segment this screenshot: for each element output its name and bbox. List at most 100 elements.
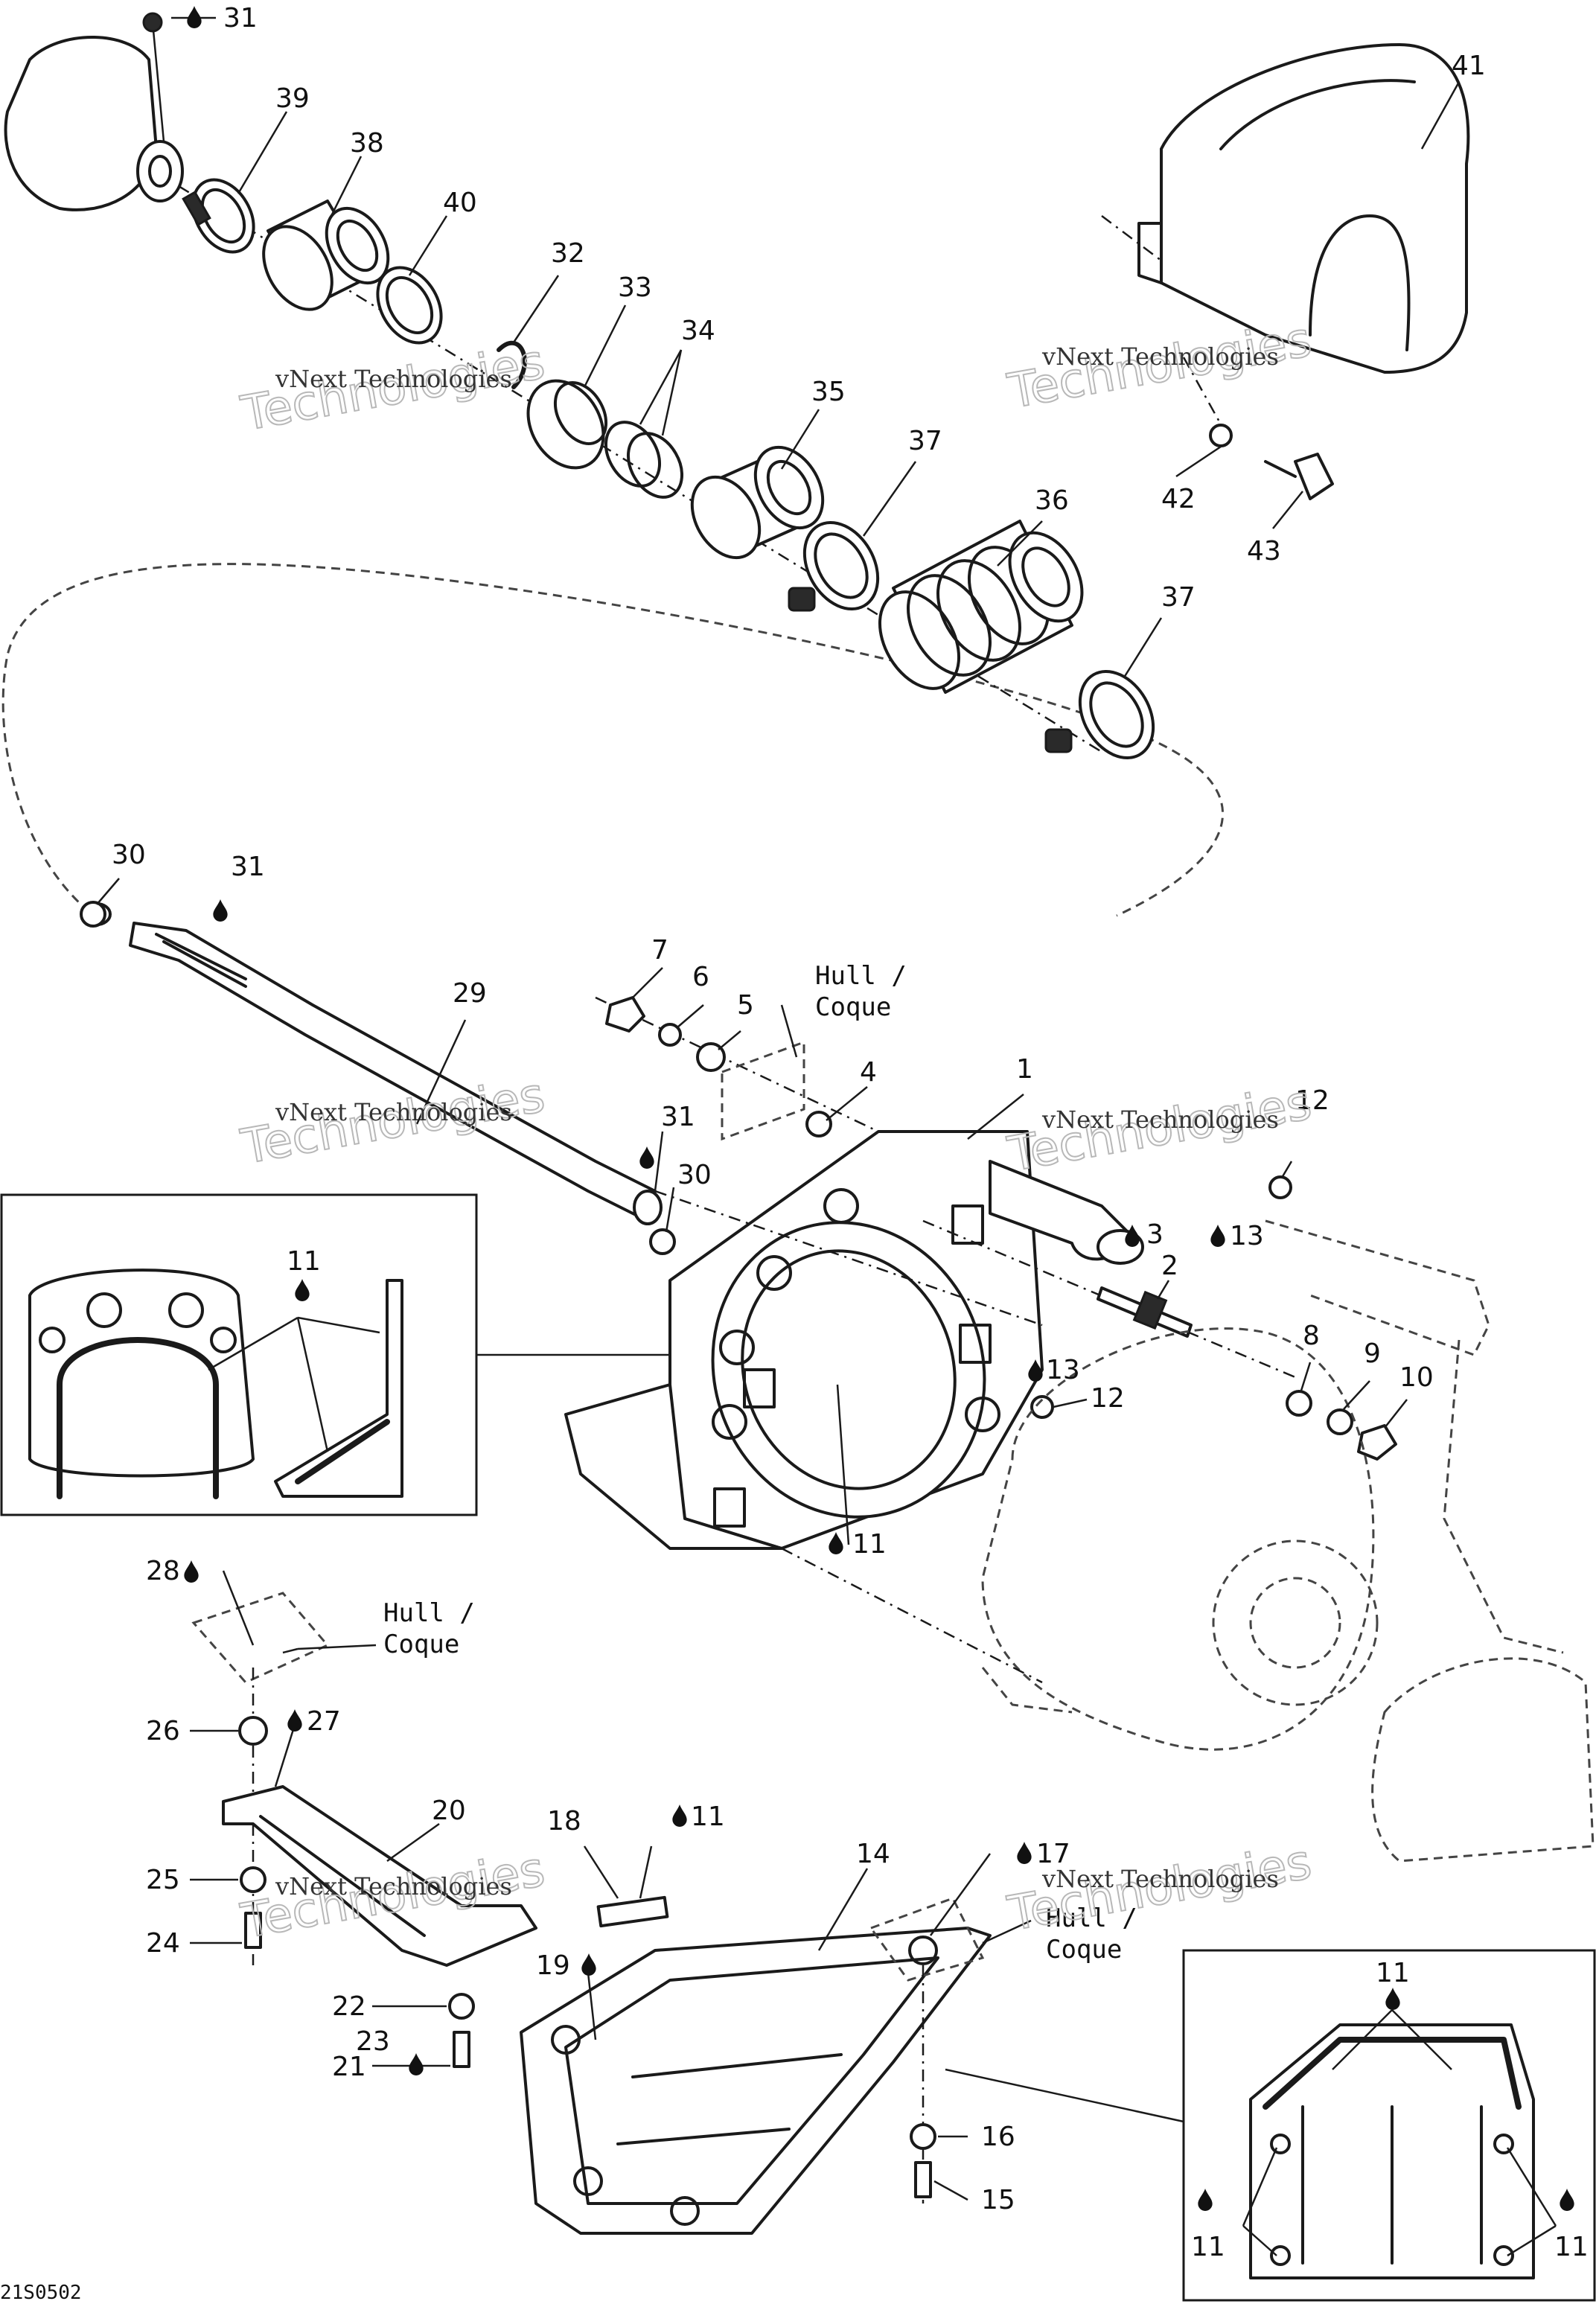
washer-26	[238, 1716, 268, 1746]
hull-note-bottom-line2: Coque	[1046, 1935, 1122, 1965]
stud-2-nut	[1132, 1290, 1168, 1330]
callout-37-upper: 37	[908, 426, 942, 456]
clamp-37-upper	[788, 520, 880, 612]
bellows-36	[878, 520, 1084, 694]
drop-icon	[672, 1804, 687, 1827]
callout-34: 34	[681, 316, 715, 346]
circlip-32	[497, 340, 527, 389]
callout-11-spacer: 11	[691, 1802, 725, 1832]
clamp-40	[376, 266, 443, 345]
bushing-35	[690, 445, 825, 560]
engine-coupling-housing	[4, 36, 158, 211]
bolt-21	[453, 2031, 470, 2068]
callout-31-top: 31	[223, 3, 258, 33]
pump-support-1	[564, 1130, 1144, 1550]
hull-note-top-line2: Coque	[815, 992, 891, 1022]
callout-10: 10	[1399, 1362, 1434, 1393]
callout-3: 3	[1146, 1219, 1164, 1250]
coupling-hub	[136, 140, 184, 202]
callout-23: 23	[356, 2026, 390, 2057]
drawing-code: 21S0502	[0, 2282, 82, 2304]
bolt-24	[244, 1912, 262, 1949]
bushing-30-lower	[649, 1228, 676, 1255]
callout-19: 19	[536, 1950, 570, 1981]
callout-21: 21	[332, 2052, 366, 2082]
callout-6: 6	[692, 962, 709, 992]
drop-icon	[184, 1560, 199, 1583]
cable-route-path	[1, 563, 1224, 917]
callout-2: 2	[1161, 1251, 1178, 1281]
grease-fitting-31	[142, 12, 163, 33]
washer-16	[910, 2123, 936, 2150]
bushing-30-upper	[80, 901, 106, 928]
callout-29: 29	[453, 978, 487, 1009]
callout-33: 33	[618, 272, 652, 303]
callout-30-upper: 30	[112, 840, 146, 870]
callout-30-lower: 30	[677, 1160, 712, 1190]
callout-20: 20	[432, 1796, 466, 1826]
support-axis-b	[781, 1547, 1043, 1684]
callout-17: 17	[1036, 1839, 1070, 1869]
hull-note-bottom-line1: Hull /	[1046, 1903, 1137, 1933]
nut-10	[1357, 1424, 1397, 1461]
watermark-text: vNext Technologies	[1041, 1105, 1279, 1134]
drive-shaft-29	[82, 902, 663, 1225]
callout-11-inset-right-right: 11	[1554, 2232, 1589, 2262]
drop-icon	[639, 1146, 654, 1169]
callout-40: 40	[443, 188, 477, 218]
washer-42	[1209, 424, 1233, 447]
callout-9: 9	[1364, 1338, 1381, 1369]
callout-8: 8	[1303, 1321, 1320, 1351]
callout-11-inset-left: 11	[287, 1246, 321, 1277]
washer-25	[240, 1866, 266, 1893]
o-ring-34a	[604, 421, 662, 488]
hull-notes: Hull / Coque Hull / Coque Hull / Coque	[383, 961, 1137, 1965]
support-axis-a	[654, 1190, 1043, 1327]
callout-39: 39	[275, 83, 310, 114]
callout-1: 1	[1016, 1054, 1033, 1085]
callout-11-support: 11	[852, 1529, 887, 1560]
callout-leaders	[96, 16, 1461, 2201]
callout-43: 43	[1247, 536, 1281, 567]
drop-icon	[187, 6, 202, 28]
callout-25: 25	[146, 1865, 180, 1895]
drop-icon	[581, 1953, 596, 1976]
hull-note-mid-line2: Coque	[383, 1630, 459, 1659]
callout-11-inset-right-top: 11	[1376, 1958, 1410, 1988]
callout-11-inset-right-left: 11	[1191, 2232, 1225, 2262]
cover-axis	[1101, 215, 1162, 261]
washer-22	[448, 1993, 475, 2020]
washer-6	[658, 1023, 682, 1047]
drop-icon	[287, 1709, 302, 1732]
ride-plate-14	[520, 1927, 992, 2235]
bracket-20	[222, 1785, 537, 1967]
callout-31-shaft-end: 31	[661, 1102, 695, 1132]
callout-38: 38	[350, 128, 384, 159]
washer-12-right	[1268, 1175, 1292, 1199]
drop-icon	[829, 1532, 843, 1554]
callout-32: 32	[551, 238, 585, 269]
seal-carrier-33	[526, 379, 608, 470]
plate-detail-drawing	[1242, 2009, 1557, 2279]
coupling-hub-bore	[148, 155, 172, 188]
nut-7	[605, 996, 645, 1033]
hull-note-top-line1: Hull /	[815, 961, 907, 991]
o-ring-34b	[626, 432, 684, 499]
clamp-37-lower	[1044, 669, 1155, 760]
callout-41: 41	[1452, 51, 1486, 81]
callout-7: 7	[651, 935, 668, 966]
drop-icon	[213, 899, 228, 922]
watermark-text: vNext Technologies	[275, 1872, 512, 1901]
callout-24: 24	[146, 1928, 180, 1959]
callout-22: 22	[332, 1991, 366, 2022]
callout-12-left: 12	[1091, 1383, 1125, 1414]
callout-labels: 31 39 38 40 32 33 34 35 37 36 37 41 42 4…	[112, 3, 1589, 2262]
drop-icon	[1125, 1225, 1140, 1247]
washer-12-left	[1030, 1395, 1054, 1419]
hull-mounting-area-bottom	[869, 1897, 985, 1982]
callout-13-right: 13	[1230, 1221, 1264, 1251]
jet-pump-ghost	[981, 1219, 1595, 1863]
boot-38	[262, 200, 390, 311]
washer-8	[1286, 1390, 1312, 1417]
callout-27: 27	[307, 1706, 341, 1737]
